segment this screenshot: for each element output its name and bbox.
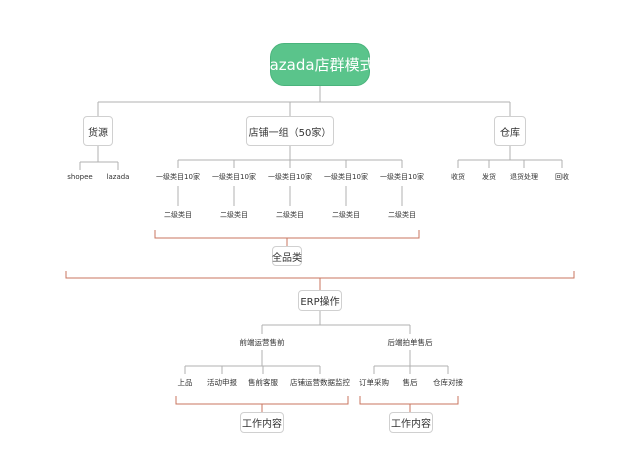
store-level1-item[interactable]: 一级类目10家 [150, 169, 206, 185]
pre-sale-child-label: 售前客服 [248, 377, 278, 387]
post-sale-node[interactable]: 后端拍单售后 [380, 334, 440, 350]
warehouse-child-label: 收货 [451, 173, 465, 181]
warehouse-node[interactable]: 仓库 [494, 116, 526, 146]
connector-erp [261, 311, 411, 334]
warehouse-child-label: 回收 [555, 173, 569, 181]
store-level2-item[interactable]: 二级类目 [214, 207, 254, 223]
store-group-node[interactable]: 店铺一组（50家） [246, 116, 334, 146]
store-level2-item[interactable]: 二级类目 [326, 207, 366, 223]
post-sale-label: 后端拍单售后 [387, 337, 433, 347]
pre-sale-child-cs[interactable]: 售前客服 [245, 374, 281, 390]
store-level2-item[interactable]: 二级类目 [158, 207, 198, 223]
store-level2-label: 二级类目 [388, 211, 416, 219]
full-category-node[interactable]: 全品类 [272, 246, 302, 266]
connector-store [177, 146, 403, 168]
post-sale-child-label: 售后 [402, 377, 418, 387]
source-child-label: shopee [67, 173, 93, 181]
connector-root [97, 86, 511, 116]
pre-sale-label: 前端运营售前 [239, 337, 285, 347]
source-node[interactable]: 货源 [83, 116, 113, 146]
pre-sale-node[interactable]: 前端运营售前 [232, 334, 292, 350]
store-level2-item[interactable]: 二级类目 [270, 207, 310, 223]
store-level2-label: 二级类目 [164, 211, 192, 219]
connector-warehouse [457, 146, 563, 168]
store-group-label: 店铺一组（50家） [248, 127, 332, 139]
store-level2-label: 二级类目 [276, 211, 304, 219]
root-node[interactable]: lazada店群模式 [265, 43, 375, 86]
post-sale-child-purchasing[interactable]: 订单采购 [357, 374, 391, 390]
source-child-shopee[interactable]: shopee [62, 170, 98, 184]
pre-sale-child-monitoring[interactable]: 店铺运营数据监控 [290, 374, 350, 390]
source-child-label: lazada [106, 173, 130, 181]
connector-post-sale [373, 350, 449, 374]
full-category-label: 全品类 [272, 252, 302, 264]
bracket-erp [65, 271, 575, 290]
pre-sale-child-label: 活动申报 [207, 377, 237, 387]
store-level1-label: 一级类目10家 [156, 173, 200, 181]
pre-sale-child-listing[interactable]: 上品 [173, 374, 197, 390]
post-sale-summary-label: 工作内容 [391, 419, 431, 430]
bracket-pre-sale [175, 396, 349, 412]
store-level2-label: 二级类目 [332, 211, 360, 219]
post-sale-child-warehouse-link[interactable]: 仓库对接 [430, 374, 466, 390]
store-level1-item[interactable]: 一级类目10家 [318, 169, 374, 185]
warehouse-child-ship[interactable]: 发货 [477, 169, 501, 185]
bracket-full-category [154, 230, 420, 246]
erp-label: ERP操作 [300, 297, 340, 308]
post-sale-child-aftersales[interactable]: 售后 [398, 374, 422, 390]
store-level1-item[interactable]: 一级类目10家 [206, 169, 262, 185]
warehouse-child-returns[interactable]: 退货处理 [506, 169, 542, 185]
source-child-lazada[interactable]: lazada [102, 170, 134, 184]
root-label: lazada店群模式 [265, 56, 375, 74]
pre-sale-child-campaign[interactable]: 活动申报 [204, 374, 240, 390]
tree-connectors [79, 86, 563, 374]
warehouse-child-recycle[interactable]: 回收 [550, 169, 574, 185]
store-level1-item[interactable]: 一级类目10家 [374, 169, 430, 185]
warehouse-child-label: 发货 [482, 173, 496, 181]
post-sale-child-label: 订单采购 [359, 377, 389, 387]
pre-sale-summary-node[interactable]: 工作内容 [240, 412, 284, 433]
connector-pre-sale [184, 350, 321, 374]
store-level2-label: 二级类目 [220, 211, 248, 219]
source-label: 货源 [88, 127, 108, 139]
pre-sale-child-label: 上品 [177, 377, 193, 387]
store-level1-label: 一级类目10家 [212, 173, 256, 181]
post-sale-summary-node[interactable]: 工作内容 [389, 412, 433, 433]
summary-brackets [65, 230, 575, 412]
store-level2-item[interactable]: 二级类目 [382, 207, 422, 223]
warehouse-child-receive[interactable]: 收货 [446, 169, 470, 185]
store-level1-label: 一级类目10家 [380, 173, 424, 181]
warehouse-child-label: 退货处理 [510, 173, 538, 181]
pre-sale-summary-label: 工作内容 [242, 419, 282, 430]
store-level1-item[interactable]: 一级类目10家 [262, 169, 318, 185]
store-level1-label: 一级类目10家 [324, 173, 368, 181]
store-level1-label: 一级类目10家 [268, 173, 312, 181]
post-sale-child-label: 仓库对接 [433, 377, 463, 387]
erp-node[interactable]: ERP操作 [298, 290, 342, 311]
warehouse-label: 仓库 [500, 127, 520, 139]
bracket-post-sale [359, 396, 459, 412]
connector-source [79, 146, 119, 170]
connector-store-level2 [177, 186, 403, 206]
pre-sale-child-label: 店铺运营数据监控 [290, 377, 350, 387]
